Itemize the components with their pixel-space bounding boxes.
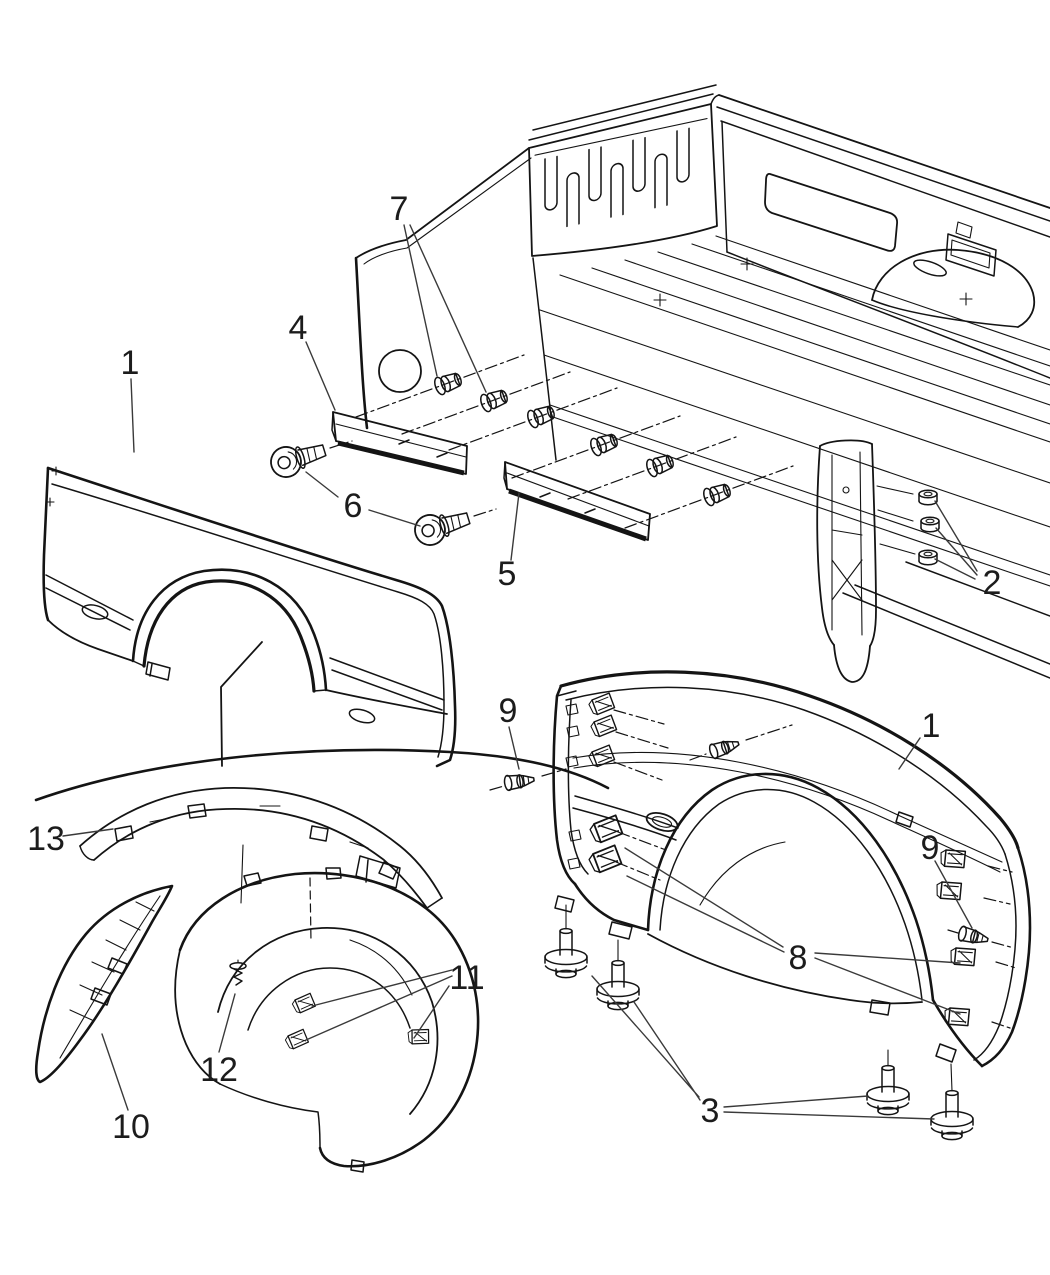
screw <box>956 924 991 948</box>
bolt <box>596 959 640 1011</box>
leader-lines <box>62 224 978 1120</box>
callout-7: 7 <box>390 190 409 228</box>
upper-molding-part4 <box>331 411 468 476</box>
liner-clips-part11 <box>283 992 432 1051</box>
right-box-side-panel <box>489 670 1032 1141</box>
screw <box>707 735 742 761</box>
arch-support-part13 <box>79 787 443 909</box>
bed-floor-ribs <box>532 235 1050 587</box>
liner-clip <box>405 1025 432 1048</box>
wheelhouse-liner-main <box>174 867 480 1173</box>
bed-corner-post <box>354 147 532 430</box>
bed-bulkhead-panel <box>528 84 720 257</box>
bolt <box>866 1064 910 1116</box>
screws-part9 <box>489 724 1015 949</box>
retainer-clip <box>940 1002 974 1031</box>
callout-9-right: 9 <box>921 829 940 867</box>
callout-9-left: 9 <box>499 692 518 730</box>
lower-molding-part5 <box>503 461 651 542</box>
retainer-clip <box>588 713 618 739</box>
push-pin <box>229 959 247 986</box>
callout-labels: 1 7 4 6 5 2 9 1 9 13 8 11 12 10 3 <box>27 190 1001 1146</box>
retainer-clip <box>587 813 625 845</box>
left-box-side-panel <box>42 466 457 768</box>
screw <box>266 435 330 482</box>
callout-3: 3 <box>701 1092 720 1130</box>
bolt <box>544 927 588 979</box>
hex-nut <box>920 516 940 533</box>
push-pin-part12 <box>229 844 312 986</box>
hex-nut <box>918 549 938 566</box>
callout-12: 12 <box>200 1051 238 1089</box>
bed-side-rail <box>716 94 1050 277</box>
callout-1-right: 1 <box>922 707 941 745</box>
callout-5: 5 <box>498 555 517 593</box>
hex-nut <box>918 489 938 506</box>
callout-4: 4 <box>289 309 308 347</box>
bed-inner-wall-opening <box>726 172 1050 379</box>
hex-nuts-part2 <box>876 485 940 566</box>
bed-stake-pocket <box>816 439 1050 683</box>
mounting-bolts-part3 <box>544 904 974 1141</box>
liner-clip <box>283 1028 310 1051</box>
bed-wheel-hump <box>871 248 1036 328</box>
callout-10: 10 <box>112 1108 150 1146</box>
callout-11: 11 <box>449 959 484 997</box>
retainer-clip <box>946 942 980 971</box>
retainer-clip <box>586 691 616 717</box>
screw <box>502 771 536 792</box>
truck-bed <box>354 84 1050 683</box>
callout-8: 8 <box>789 939 808 977</box>
callout-13: 13 <box>27 820 65 858</box>
retainer-clip <box>586 843 624 875</box>
retainer-clips-part8 <box>586 691 1017 1031</box>
serpentine-slots <box>534 118 708 228</box>
wheelhouse-liner-part10 <box>34 884 174 1084</box>
barrel-clips-part7 <box>355 354 794 529</box>
callout-2: 2 <box>983 564 1002 602</box>
mounting-screws-part6 <box>266 435 497 550</box>
bolt <box>930 1089 974 1141</box>
callout-1-left: 1 <box>121 344 140 382</box>
callout-6: 6 <box>344 487 363 525</box>
retainer-clip <box>586 743 616 769</box>
liner-clip <box>290 992 317 1015</box>
retainer-clip <box>932 876 966 905</box>
